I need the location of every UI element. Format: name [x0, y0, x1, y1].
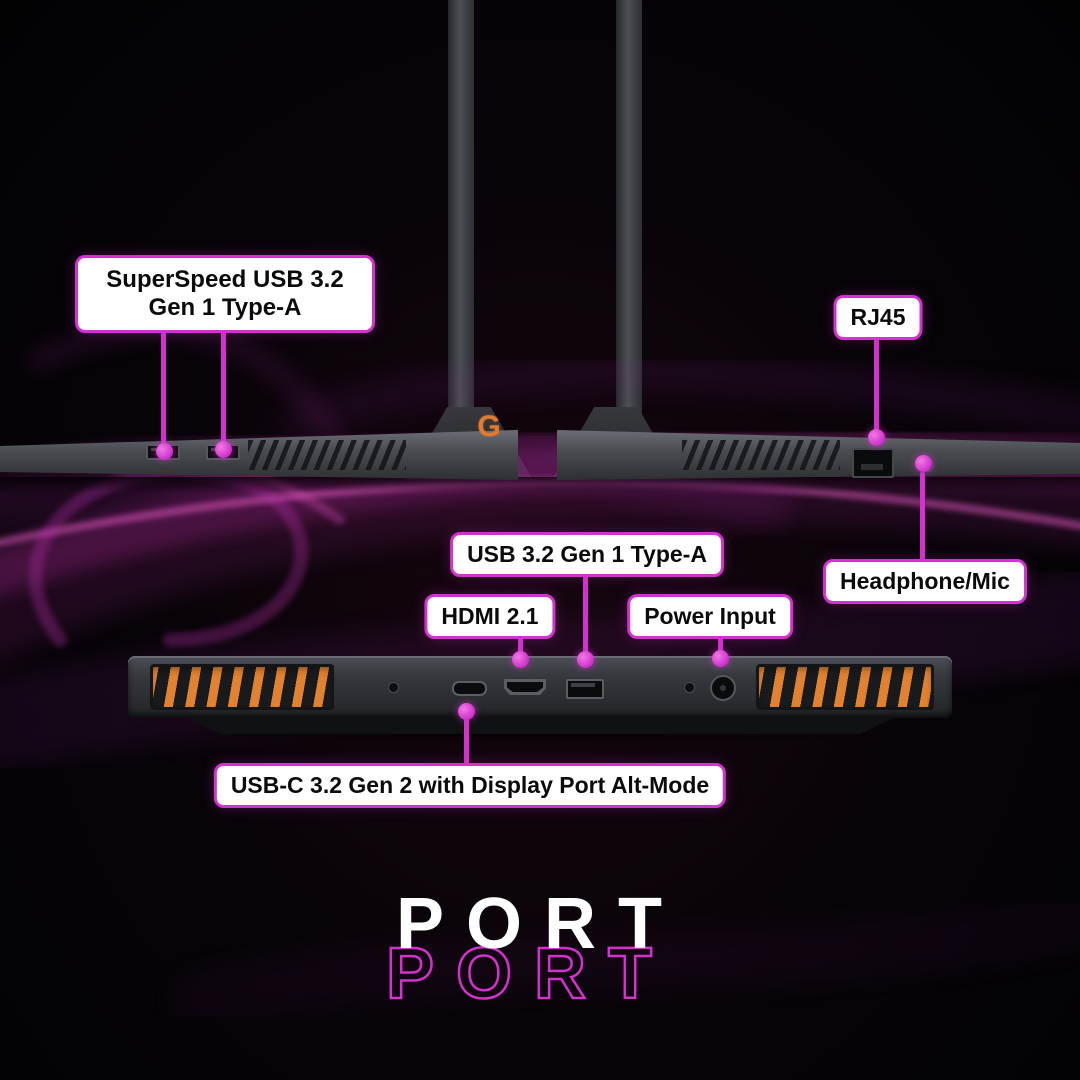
callout-power-input: Power Input — [627, 594, 793, 640]
callout-line — [161, 331, 166, 449]
port-title: PORT — [395, 884, 685, 964]
callout-headphone-mic: Headphone/Mic — [823, 559, 1027, 605]
callout-line — [221, 331, 226, 447]
callout-line — [518, 636, 523, 658]
port-marker-dot — [215, 441, 232, 458]
port-marker-dot — [156, 443, 173, 460]
port-marker-dot — [712, 650, 729, 667]
usb-a-rear-port — [566, 679, 604, 699]
rear-panel-shadow — [140, 732, 940, 746]
port-title-outline: PORT — [385, 934, 675, 1014]
screw-icon — [684, 682, 695, 693]
callout-line — [920, 472, 925, 562]
left-side-vents — [248, 440, 406, 470]
screw-icon — [388, 682, 399, 693]
callout-hdmi: HDMI 2.1 — [424, 594, 556, 640]
port-marker-dot — [915, 455, 932, 472]
right-side-vents — [682, 440, 840, 470]
screen-edge-left — [448, 0, 474, 420]
rear-panel-stand — [182, 716, 898, 734]
port-marker-dot — [512, 651, 529, 668]
callout-rj45: RJ45 — [833, 295, 923, 341]
g-series-logo: G — [477, 410, 501, 443]
callout-line — [464, 716, 469, 766]
callout-line — [718, 636, 723, 656]
rj45-port — [852, 448, 894, 478]
port-marker-dot — [577, 651, 594, 668]
hdmi-port — [504, 679, 546, 695]
port-marker-dot — [868, 429, 885, 446]
screen-edge-right — [616, 0, 642, 420]
top-laptop-shadow — [0, 477, 1080, 493]
callout-usb-c: USB-C 3.2 Gen 2 with Display Port Alt-Mo… — [213, 763, 727, 809]
callout-superspeed-usb: SuperSpeed USB 3.2 Gen 1 Type-A — [75, 255, 375, 333]
callout-usb-rear: USB 3.2 Gen 1 Type-A — [450, 532, 724, 578]
rear-vent-right — [756, 664, 934, 710]
port-marker-dot — [458, 703, 475, 720]
power-input-port — [710, 675, 736, 701]
callout-line — [583, 574, 588, 656]
rear-vent-left — [150, 664, 334, 710]
usb-c-port — [452, 681, 487, 696]
callout-line — [874, 338, 879, 433]
